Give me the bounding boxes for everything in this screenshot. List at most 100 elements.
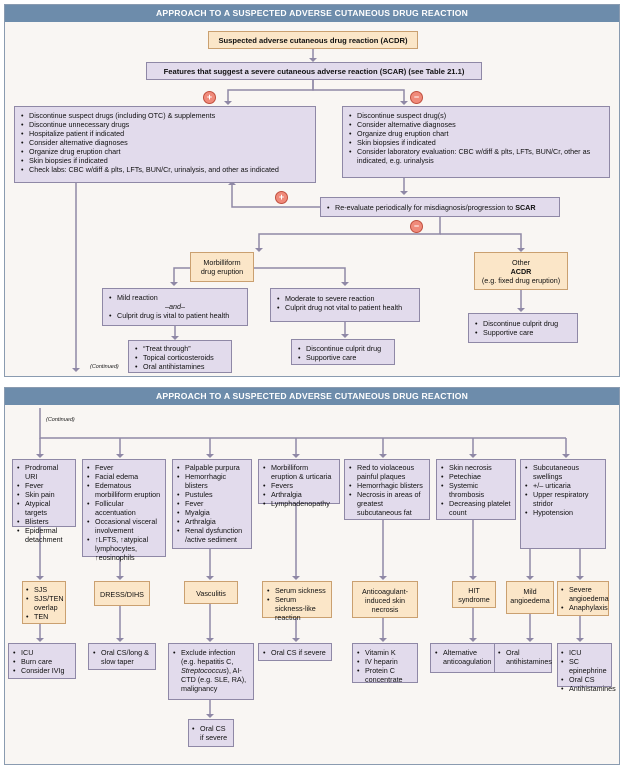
other-result-box: Discontinue culprit drug Supportive care	[468, 313, 578, 343]
scar-step: Consider alternative diagnoses	[20, 138, 310, 147]
moderate-item: Moderate to severe reaction	[276, 294, 414, 303]
hit-dx-box: HIT syndrome	[452, 581, 496, 608]
tx-item: Oral CS if severe	[191, 724, 231, 742]
moderate-item: Culprit drug not vital to patient health	[276, 303, 414, 312]
mild-label: Mild	[523, 587, 537, 596]
tx-item: ICU	[560, 648, 609, 657]
tx-item: Vitamin K	[356, 648, 414, 657]
dx-item: TEN	[25, 612, 63, 621]
dx-item: Anaphylaxis	[560, 603, 608, 612]
culprit-vital-label: Culprit drug is vital to patient health	[108, 311, 242, 320]
dress-features-box: Fever Facial edema Edematous morbillifor…	[82, 459, 166, 562]
mild-angioedema-tx-box: Oral antihistamines	[494, 643, 552, 673]
feature-item: Myalgia	[176, 508, 248, 517]
feature-item: Epidermal detachment	[16, 526, 72, 544]
non-scar-step: Consider alternative diagnoses	[348, 120, 604, 129]
scar-step: Hospitalize patient if indicated	[20, 129, 310, 138]
dx-item: Severe angioedema	[560, 585, 609, 603]
scar-step: Organize drug eruption chart	[20, 147, 310, 156]
tx-item: Burn care	[12, 657, 72, 666]
serum-sickness-features-box: Morbilliform eruption & urticaria Fevers…	[258, 459, 340, 508]
tx-item: ICU	[12, 648, 72, 657]
dx-item: Serum sickness	[266, 586, 328, 595]
minus-sign-right: −	[410, 91, 423, 104]
tx-item: Oral CS	[560, 675, 609, 684]
plus-sign-reevaluate: +	[275, 191, 288, 204]
tx-item: Protein C concentrate	[356, 666, 414, 684]
tx-item: Alternative anticoagulation	[434, 648, 508, 666]
anticoag-features-box: Red to violaceous painful plaques Hemorr…	[344, 459, 430, 520]
vasculitis-dx-box: Vasculitis	[184, 581, 238, 604]
sjs-ten-dx-box: SJS SJS/TEN overlap TEN	[22, 581, 66, 624]
feature-item: Red to violaceous painful plaques	[348, 463, 426, 481]
tx-item: Consider IVIg	[12, 666, 72, 675]
tx-text-strep: Streptococcus	[181, 666, 227, 675]
feature-item: Prodromal URI	[16, 463, 72, 481]
feature-item: Fever	[176, 499, 248, 508]
scar-step: Discontinue suspect drugs (including OTC…	[20, 111, 310, 120]
treat-through-box: “Treat through” Topical corticosteroids …	[128, 340, 232, 373]
top-panel-title: APPROACH TO A SUSPECTED ADVERSE CUTANEOU…	[5, 5, 619, 22]
tx-item: Oral antihistamines	[497, 648, 552, 666]
anticoag-tx-box: Vitamin K IV heparin Protein C concentra…	[352, 643, 418, 684]
feature-item: Morbilliform eruption & urticaria	[262, 463, 336, 481]
dress-tx-box: Oral CS/long & slow taper	[88, 643, 156, 670]
minus-sign-reevaluate: −	[410, 220, 423, 233]
feature-item: Arthralgia	[176, 517, 248, 526]
non-scar-step: Consider laboratory evaluation: CBC w/di…	[348, 147, 604, 165]
reevaluate-label: Re-evaluate periodically for misdiagnosi…	[335, 203, 516, 212]
feature-item: Fever	[86, 463, 162, 472]
reevaluate-box: Re-evaluate periodically for misdiagnosi…	[320, 197, 560, 217]
feature-item: Facial edema	[86, 472, 162, 481]
severe-angioedema-tx-box: ICU SC epinephrine Oral CS Antihistamine…	[557, 643, 616, 693]
feature-item: Hypotension	[524, 508, 602, 517]
other-label: Other	[512, 258, 530, 267]
vasculitis-tx2-box: Oral CS if severe	[188, 719, 234, 747]
feature-item: Decreasing platelet count	[440, 499, 512, 517]
feature-item: Atypical targets	[16, 499, 72, 517]
severe-angioedema-dx-box: Severe angioedema Anaphylaxis	[557, 581, 609, 616]
feature-item: Edematous morbilliform eruption	[86, 481, 162, 499]
tx-item: Oral CS if severe	[262, 648, 328, 657]
angioedema-label: angioedema	[510, 596, 550, 605]
tx-item: Oral CS/long & slow taper	[92, 648, 152, 666]
non-scar-step: Organize drug eruption chart	[348, 129, 604, 138]
sjs-ten-features-box: Prodromal URI Fever Skin pain Atypical t…	[12, 459, 76, 544]
acdr-label: ACDR	[510, 267, 532, 276]
morbilliform-box: Morbilliform drug eruption	[190, 252, 254, 282]
other-result-item: Supportive care	[474, 328, 572, 337]
dress-dx-box: DRESS/DIHS	[94, 581, 150, 606]
vasculitis-features-box: Palpable purpura Hemorrhagic blisters Pu…	[172, 459, 252, 549]
disc-item: Discontinue culprit drug	[297, 344, 389, 353]
dx-item: Serum sickness-like reaction	[266, 595, 328, 622]
feature-item: Fevers	[262, 481, 336, 490]
non-scar-management-box: Discontinue suspect drug(s) Consider alt…	[342, 106, 610, 178]
angioedema-features-box: Subcutaneous swellings +/– urticaria Upp…	[520, 459, 606, 549]
vasculitis-tx-box: Exclude infection (e.g. hepatitis C, Str…	[168, 643, 254, 700]
reevaluate-scar: SCAR	[515, 203, 536, 212]
bottom-panel: APPROACH TO A SUSPECTED ADVERSE CUTANEOU…	[4, 387, 620, 765]
feature-item: Necrosis in areas of greatest subcutaneo…	[348, 490, 426, 517]
feature-item: Skin necrosis	[440, 463, 512, 472]
scar-step: Check labs: CBC w/diff & plts, LFTs, BUN…	[20, 165, 310, 174]
feature-item: Hemorrhagic blisters	[348, 481, 426, 490]
scar-step: Skin biopsies if indicated	[20, 156, 310, 165]
dx-item: SJS/TEN overlap	[25, 594, 64, 612]
reevaluate-text: Re-evaluate periodically for misdiagnosi…	[326, 203, 554, 212]
anticoag-dx-box: Anticoagulant-induced skin necrosis	[352, 581, 418, 618]
other-result-item: Discontinue culprit drug	[474, 319, 572, 328]
feature-item: +/– urticaria	[524, 481, 602, 490]
scar-management-box: Discontinue suspect drugs (including OTC…	[14, 106, 316, 183]
feature-item: Lymphadenopathy	[262, 499, 336, 508]
tx-item: Antihistamines	[560, 684, 616, 693]
non-scar-step: Discontinue suspect drug(s)	[348, 111, 604, 120]
other-acdr-box: Other ACDR (e.g. fixed drug eruption)	[474, 252, 568, 290]
feature-item: Subcutaneous swellings	[524, 463, 602, 481]
hit-label: HIT	[468, 586, 480, 595]
feature-item: Fever	[16, 481, 72, 490]
disc-item: Supportive care	[297, 353, 389, 362]
feature-item: Palpable purpura	[176, 463, 248, 472]
mild-reaction-box: Mild reaction –and– Culprit drug is vita…	[102, 288, 248, 326]
continued-label-bottom: (Continued)	[46, 417, 75, 423]
dx-item: SJS	[25, 585, 63, 594]
